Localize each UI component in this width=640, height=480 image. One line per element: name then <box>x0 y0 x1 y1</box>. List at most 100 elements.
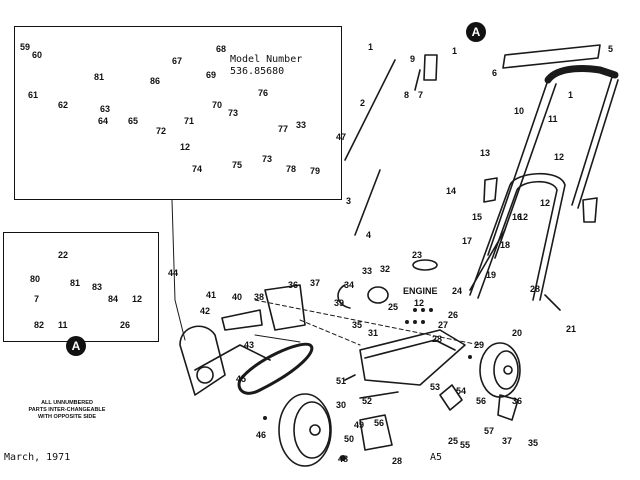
rear-wheel-rim <box>493 350 519 390</box>
part-label: 47 <box>336 132 347 142</box>
inset-part-label: 86 <box>150 76 161 86</box>
part-label: 28 <box>392 456 403 466</box>
height-adjuster-54 <box>439 384 463 411</box>
part-label: 26 <box>448 310 459 320</box>
inset-part-label: 73 <box>228 108 239 118</box>
part-label: 6 <box>492 68 498 78</box>
part-label: 8 <box>404 90 410 100</box>
part-label: 57 <box>484 426 495 436</box>
inset-part-label: 78 <box>286 164 297 174</box>
front-wheel-rim <box>293 401 331 459</box>
part-label: 18 <box>500 240 511 250</box>
part-label: 43 <box>244 340 255 350</box>
part-label: 35 <box>528 438 539 448</box>
interchange-note: ALL UNNUMBERED PARTS INTER-CHANGEABLE WI… <box>12 400 122 421</box>
part-label: 28 <box>530 284 541 294</box>
interchange-note-line-1: ALL UNNUMBERED <box>41 400 93 406</box>
pulley-33 <box>367 286 389 304</box>
date-caption: March, 1971 <box>4 452 71 463</box>
part-label: 35 <box>352 320 363 330</box>
part-label: 19 <box>486 270 497 280</box>
handle-grip-bar <box>544 64 619 84</box>
handle-upper-tube-right <box>571 76 613 206</box>
inset-part-label: 59 <box>20 42 31 52</box>
inset-part-label: 73 <box>262 154 273 164</box>
assembly-line-2 <box>299 319 361 346</box>
assembly-line-1 <box>254 299 481 346</box>
handle-lower-u-inner <box>477 180 558 301</box>
inset-part-label: 63 <box>100 104 111 114</box>
engine-gasket-23 <box>412 259 438 271</box>
part-label: 33 <box>362 266 373 276</box>
detail-part-label: 83 <box>92 282 103 292</box>
part-label: 55 <box>460 440 471 450</box>
model-number: 536.85680 <box>230 66 285 77</box>
part-label: 51 <box>336 376 347 386</box>
detail-part-label: 11 <box>58 320 68 330</box>
main-detail-inset <box>14 26 342 200</box>
inset-part-label: 74 <box>192 164 203 174</box>
inset-part-label: 64 <box>98 116 109 126</box>
front-wheel-tire <box>278 393 332 467</box>
model-plate <box>502 44 601 69</box>
rear-wheel-hub <box>503 365 513 375</box>
interchange-note-line-2: PARTS INTER-CHANGEABLE <box>28 407 106 413</box>
part-label: 4 <box>366 230 372 240</box>
deck-frame-inner <box>364 339 456 359</box>
control-rod-2 <box>344 59 396 161</box>
inset-part-label: 75 <box>232 160 243 170</box>
part-label: 7 <box>418 90 424 100</box>
part-label: 36 <box>512 396 523 406</box>
detail-part-label: 12 <box>132 294 143 304</box>
detail-part-label: 81 <box>70 278 81 288</box>
part-label: 17 <box>462 236 473 246</box>
throttle-bracket <box>423 54 438 81</box>
part-label: 49 <box>354 420 365 430</box>
axle-52 <box>359 391 399 399</box>
part-label: 34 <box>344 280 355 290</box>
part-label: 16 <box>512 212 523 222</box>
detail-part-label: 82 <box>34 320 45 330</box>
part-label: 2 <box>360 98 366 108</box>
detail-part-label: 84 <box>108 294 119 304</box>
handle-upper-tube-left <box>487 79 549 256</box>
part-label: 37 <box>310 278 321 288</box>
part-label: 38 <box>254 292 265 302</box>
part-label: 12 <box>540 198 551 208</box>
part-label: 42 <box>200 306 211 316</box>
handle-bracket-right <box>582 197 598 223</box>
part-label: 40 <box>232 292 243 302</box>
rear-wheel-tire <box>479 342 521 398</box>
deck-frame <box>359 329 466 386</box>
control-lever <box>414 69 421 91</box>
part-label: 50 <box>344 434 355 444</box>
inset-part-label: 79 <box>310 166 321 176</box>
inset-part-label: 72 <box>156 126 167 136</box>
detail-a-inset <box>3 232 159 342</box>
part-label: 45 <box>236 374 247 384</box>
handle-upper-tube-right-inner <box>577 79 619 209</box>
inset-part-label: 33 <box>296 120 307 130</box>
part-label: 15 <box>472 212 483 222</box>
inset-part-label: 68 <box>216 44 227 54</box>
spindle-34 <box>337 284 351 309</box>
part-label: 3 <box>346 196 352 206</box>
part-label: 46 <box>256 430 267 440</box>
part-label: 21 <box>566 324 577 334</box>
inset-part-label: 77 <box>278 124 289 134</box>
part-label: 41 <box>206 290 217 300</box>
part-label: 1 <box>452 46 458 56</box>
axle-bracket-56 <box>359 414 393 451</box>
part-label: 53 <box>430 382 441 392</box>
part-label: 1 <box>368 42 374 52</box>
inset-part-label: 61 <box>28 90 39 100</box>
detail-part-label: 80 <box>30 274 41 284</box>
cable-43 <box>254 334 301 343</box>
pivot-bracket <box>264 284 306 331</box>
part-label: 27 <box>438 320 449 330</box>
detail-part-label: 26 <box>120 320 131 330</box>
handle-lower-u <box>469 172 566 301</box>
part-label: 11 <box>548 114 558 124</box>
inset-part-label: 12 <box>180 142 191 152</box>
